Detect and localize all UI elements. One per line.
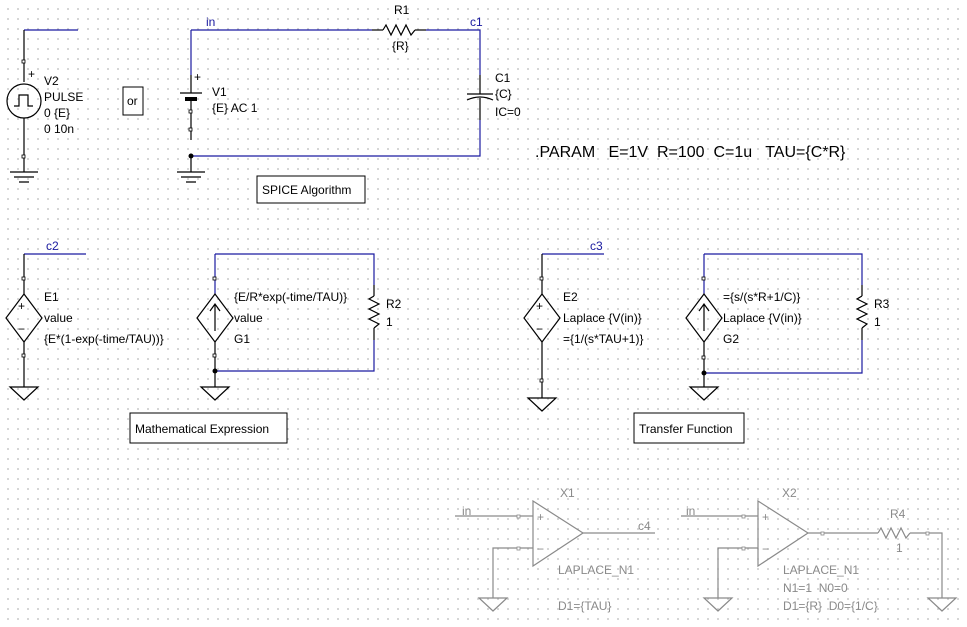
x2-param2: D1={R} D0={1/C}: [783, 599, 878, 613]
r4-value: 1: [896, 541, 903, 555]
minus-sign: −: [537, 542, 544, 556]
x2-param1: N1=1 N0=0: [783, 581, 848, 595]
x2-ref: X2: [782, 486, 797, 500]
net-in: in: [686, 504, 695, 518]
r3-ref: R3: [874, 297, 890, 311]
r3-resistor[interactable]: R3 1: [855, 285, 890, 340]
g2-ref: G2: [723, 332, 739, 346]
r3-value: 1: [874, 315, 881, 329]
net-c2: c2: [46, 239, 59, 253]
net-in: in: [462, 504, 471, 518]
g2-expr: ={s/(s*R+1/C)}: [723, 290, 800, 304]
transfer-function-box: Transfer Function: [633, 412, 745, 444]
rc-spice-circuit: in c1: [177, 15, 483, 183]
r1-ref: R1: [394, 3, 410, 17]
c1-capacitor[interactable]: C1 {C} IC=0: [466, 71, 521, 120]
v2-type: PULSE: [44, 90, 83, 104]
or-label-box: or: [122, 86, 144, 116]
r1-value: {R}: [392, 39, 409, 53]
plus-sign: +: [28, 67, 35, 81]
net-in: in: [206, 15, 215, 29]
g1-type: value: [234, 311, 263, 325]
plus-sign: +: [18, 299, 25, 313]
minus-sign: −: [762, 542, 769, 556]
mathematical-expression-box: Mathematical Expression: [129, 412, 288, 444]
g1-value-current-source[interactable]: {E/R*exp(-time/TAU)} value G1: [196, 253, 375, 401]
spice-algorithm-text: SPICE Algorithm: [262, 183, 351, 197]
v2-ref: V2: [44, 74, 59, 88]
e1-ref: E1: [44, 290, 59, 304]
transfer-function-text: Transfer Function: [639, 422, 733, 436]
v2-timing: 0 10n: [44, 122, 74, 136]
mathematical-expression-text: Mathematical Expression: [135, 422, 269, 436]
e1-value-source[interactable]: + − c2 E1 value {E*(1-exp(-time/TAU))}: [5, 239, 164, 401]
v1-value: {E} AC 1: [212, 101, 258, 115]
e2-laplace-source[interactable]: + − c3 E2 Laplace {V(in)} ={1/(s*TAU+1)}: [523, 239, 643, 412]
c1-ic: IC=0: [495, 105, 521, 119]
net-c3: c3: [590, 239, 603, 253]
e1-type: value: [44, 311, 73, 325]
plus-sign: +: [536, 299, 543, 313]
e2-type: Laplace {V(in)}: [563, 311, 642, 325]
net-c1: c1: [470, 15, 483, 29]
x2-model: LAPLACE_N1: [783, 563, 859, 577]
param-directive: .PARAM E=1V R=100 C=1u TAU={C*R}: [535, 144, 846, 161]
e1-expr: {E*(1-exp(-time/TAU))}: [44, 332, 164, 346]
c1-value: {C}: [495, 87, 512, 101]
e2-expr: ={1/(s*TAU+1)}: [563, 332, 643, 346]
plus-sign: +: [194, 70, 201, 84]
r1-resistor[interactable]: R1 {R}: [372, 3, 426, 53]
r4-ref: R4: [890, 507, 906, 521]
r2-value: 1: [386, 315, 393, 329]
g1-expr: {E/R*exp(-time/TAU)}: [234, 290, 347, 304]
v2-pulse-source[interactable]: + V2 PULSE 0 {E} 0 10n: [6, 29, 83, 183]
x1-laplace-block[interactable]: + − in c4 X1 LAPLACE_N1 D1={TAU}: [455, 486, 655, 613]
g1-ref: G1: [234, 332, 250, 346]
plus-sign: +: [762, 510, 769, 524]
x1-model: LAPLACE_N1: [558, 563, 634, 577]
minus-sign: −: [18, 322, 25, 336]
g2-type: Laplace {V(in)}: [723, 311, 802, 325]
r2-ref: R2: [386, 297, 402, 311]
v2-levels: 0 {E}: [44, 106, 70, 120]
g2-laplace-current-source[interactable]: ={s/(s*R+1/C)} Laplace {V(in)} G2: [685, 253, 863, 401]
spice-algorithm-box: SPICE Algorithm: [256, 175, 366, 204]
r2-resistor[interactable]: R2 1: [367, 285, 402, 340]
e2-ref: E2: [563, 290, 578, 304]
v1-dc-source[interactable]: + V1 {E} AC 1: [180, 70, 258, 140]
v1-ref: V1: [212, 85, 227, 99]
x2-laplace-block[interactable]: + − in X2 LAPLACE_N1 N1=1 N0=0 D1={R} D0…: [681, 486, 878, 613]
x1-ref: X1: [560, 486, 575, 500]
minus-sign: −: [536, 322, 543, 336]
plus-sign: +: [537, 510, 544, 524]
or-text: or: [127, 94, 138, 108]
net-c4: c4: [638, 519, 651, 533]
r4-resistor[interactable]: R4 1: [877, 507, 958, 612]
c1-ref: C1: [495, 71, 511, 85]
x1-param: D1={TAU}: [558, 599, 611, 613]
